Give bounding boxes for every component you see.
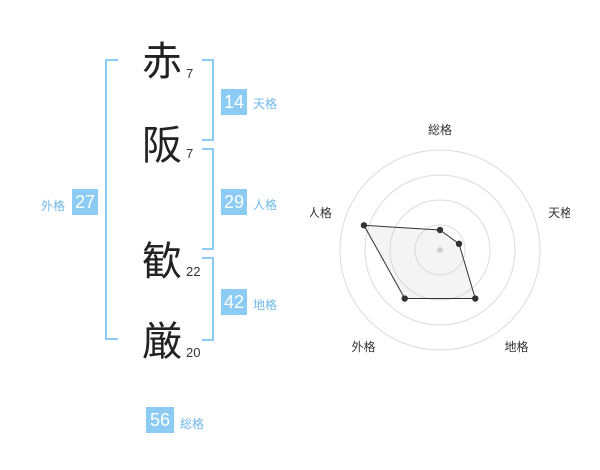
radar-point-5 xyxy=(360,222,368,229)
stroke-count-1: 7 xyxy=(186,66,194,81)
chikaku-bracket xyxy=(202,257,214,341)
radar-point-2 xyxy=(455,240,463,248)
soukaku-value: 56 xyxy=(146,407,174,433)
radar-axis-label-5: 人格 xyxy=(310,205,332,220)
stroke-count-2: 7 xyxy=(186,146,194,161)
gaikaku-label: 外格 xyxy=(41,199,66,213)
radar-ring xyxy=(414,224,466,276)
radar-ring xyxy=(339,149,541,351)
tenkaku-value: 14 xyxy=(221,89,247,115)
name-char-2: 阪 xyxy=(142,123,182,169)
radar-polygon xyxy=(363,224,476,300)
radar-point-4 xyxy=(401,295,408,302)
radar-ring xyxy=(389,199,491,301)
radar-center xyxy=(437,247,443,253)
name-char-1: 赤 xyxy=(142,39,182,85)
radar-axis-label-2: 天格 xyxy=(548,205,570,220)
tenkaku-bracket xyxy=(202,59,214,141)
chikaku-label: 地格 xyxy=(253,298,278,312)
radar-point-1 xyxy=(436,226,444,234)
radar-axis-label-4: 外格 xyxy=(351,339,375,354)
jinkaku-value: 29 xyxy=(221,189,247,215)
stroke-count-4: 20 xyxy=(186,345,201,360)
tenkaku-label: 天格 xyxy=(253,97,278,111)
name-char-3: 歓 xyxy=(142,239,182,285)
gaikaku-bracket xyxy=(105,59,118,340)
radar-point-3 xyxy=(472,295,479,302)
radar-axis-label-3: 地格 xyxy=(505,339,529,354)
stroke-count-3: 22 xyxy=(186,264,201,279)
gaikaku-value: 27 xyxy=(72,189,98,215)
jinkaku-label: 人格 xyxy=(253,198,278,212)
radar-axis-label-1: 総格 xyxy=(428,122,452,137)
jinkaku-bracket xyxy=(202,148,214,250)
radar-ring xyxy=(364,174,516,326)
chikaku-value: 42 xyxy=(221,289,247,315)
soukaku-label: 総格 xyxy=(180,417,205,431)
name-char-4: 厳 xyxy=(142,319,182,365)
